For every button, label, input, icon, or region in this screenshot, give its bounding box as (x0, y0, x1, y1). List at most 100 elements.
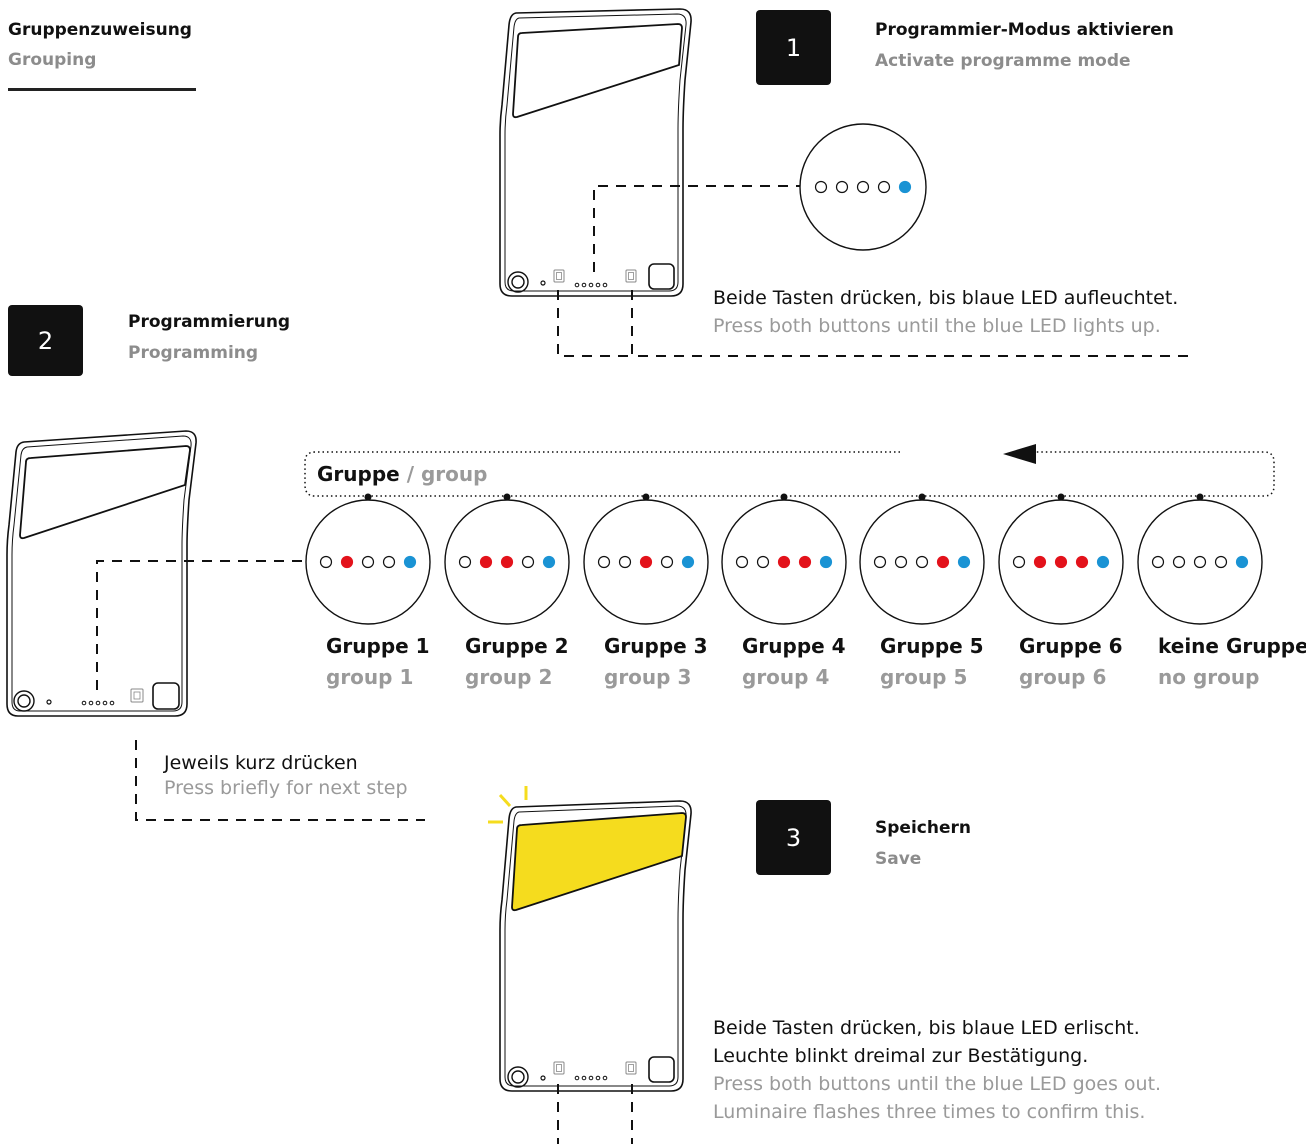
cycle-node-dot (1196, 493, 1204, 501)
step-1-led-4-off (877, 180, 891, 194)
group-label-de-3: Gruppe 3 (604, 634, 708, 658)
device-1-button-right (625, 269, 637, 283)
cycle-node-dot (780, 493, 788, 501)
group-label-en-4: group 4 (742, 665, 830, 689)
step-3-subtitle: Save (875, 849, 922, 869)
step-3-badge: 3 (756, 800, 831, 875)
device-step-3 (499, 800, 692, 1092)
step-1-text-de: Beide Tasten drücken, bis blaue LED aufl… (713, 287, 1179, 309)
step-1-title: Programmier-Modus aktivieren (875, 20, 1174, 40)
group-5-led-3-off (915, 555, 929, 569)
page-title: Gruppenzuweisung (8, 20, 192, 40)
group-2-led-3-red (500, 555, 514, 569)
step-2-text-en: Press briefly for next step (164, 777, 408, 799)
step-2-text-de: Jeweils kurz drücken (164, 752, 358, 774)
group-label-en-3: group 3 (604, 665, 692, 689)
cycle-node-dot (1057, 493, 1065, 501)
group-1-led-1-off (319, 555, 333, 569)
group-circle-7 (1137, 493, 1263, 625)
device-2-lens (19, 445, 191, 540)
group-6-led-3-red (1054, 555, 1068, 569)
title-underline (8, 88, 196, 91)
group-5-led-2-off (894, 555, 908, 569)
group-5-led-5-blue (957, 555, 971, 569)
step-2-subtitle: Programming (128, 343, 259, 363)
step-1-led-3-off (856, 180, 870, 194)
group-5-led-1-off (873, 555, 887, 569)
step-1-badge: 1 (756, 10, 831, 85)
device-step-2 (6, 430, 197, 717)
group-2-led-2-red (479, 555, 493, 569)
group-1-led-3-off (361, 555, 375, 569)
step-2-title: Programmierung (128, 312, 291, 332)
step-1-text-en: Press both buttons until the blue LED li… (713, 315, 1161, 337)
device-3-button-right (625, 1061, 637, 1075)
group-4-led-2-off (756, 555, 770, 569)
group-1-led-5-blue (403, 555, 417, 569)
group-4-led-4-red (798, 555, 812, 569)
group-7-led-2-off (1172, 555, 1186, 569)
group-4-led-5-blue (819, 555, 833, 569)
group-1-led-2-red (340, 555, 354, 569)
group-circle-3 (583, 493, 709, 625)
step-1-led-2-off (835, 180, 849, 194)
step-1-connectors (557, 185, 1195, 357)
group-7-led-4-off (1214, 555, 1228, 569)
cycle-arrow-icon (1003, 444, 1036, 464)
group-7-led-3-off (1193, 555, 1207, 569)
group-label-en-7: no group (1158, 665, 1260, 689)
step-3-title: Speichern (875, 818, 971, 838)
group-7-led-5-blue (1235, 555, 1249, 569)
device-2-square-button (152, 682, 180, 710)
group-2-led-4-off (521, 555, 535, 569)
group-label-de-1: Gruppe 1 (326, 634, 430, 658)
group-cycle-loop (304, 451, 1275, 497)
group-3-led-1-off (597, 555, 611, 569)
cycle-label-separator: / (406, 462, 414, 486)
group-3-led-3-red (639, 555, 653, 569)
cycle-node-dot (918, 493, 926, 501)
step-3-text-de-1: Beide Tasten drücken, bis blaue LED erli… (713, 1017, 1140, 1039)
device-1-square-button (648, 263, 675, 290)
group-circle-2 (444, 493, 570, 625)
group-label-de-2: Gruppe 2 (465, 634, 569, 658)
step-2-connectors (96, 560, 425, 821)
step-2-badge: 2 (8, 305, 83, 376)
group-circle-1 (305, 493, 431, 625)
cycle-label: Gruppe / group (317, 462, 487, 486)
group-3-led-4-off (660, 555, 674, 569)
device-1-button-left (553, 269, 565, 283)
cycle-label-en: group (420, 462, 488, 486)
group-6-led-1-off (1012, 555, 1026, 569)
cycle-label-de: Gruppe (317, 462, 400, 486)
group-label-en-2: group 2 (465, 665, 553, 689)
device-3-lens-lit (511, 812, 687, 912)
device-3-square-button (648, 1056, 675, 1083)
group-label-en-5: group 5 (880, 665, 968, 689)
group-5-led-4-red (936, 555, 950, 569)
device-2-button (130, 688, 144, 703)
step-3-connectors (557, 1084, 633, 1144)
page-subtitle: Grouping (8, 50, 97, 70)
group-label-en-6: group 6 (1019, 665, 1107, 689)
group-label-en-1: group 1 (326, 665, 414, 689)
device-3-button-left (553, 1061, 565, 1075)
group-4-led-1-off (735, 555, 749, 569)
group-circle-5 (859, 493, 985, 625)
step-1-led-1-off (814, 180, 828, 194)
cycle-node-dot (364, 493, 372, 501)
group-6-led-4-red (1075, 555, 1089, 569)
group-3-led-2-off (618, 555, 632, 569)
group-6-led-2-red (1033, 555, 1047, 569)
device-1-lens (512, 23, 683, 119)
group-label-de-4: Gruppe 4 (742, 634, 846, 658)
step-1-led-callout (799, 123, 927, 251)
group-2-led-5-blue (542, 555, 556, 569)
step-1-led-5-blue (898, 180, 912, 194)
group-2-led-1-off (458, 555, 472, 569)
group-circle-4 (721, 493, 847, 625)
group-3-led-5-blue (681, 555, 695, 569)
group-label-de-6: Gruppe 6 (1019, 634, 1123, 658)
step-1-subtitle: Activate programme mode (875, 51, 1131, 71)
